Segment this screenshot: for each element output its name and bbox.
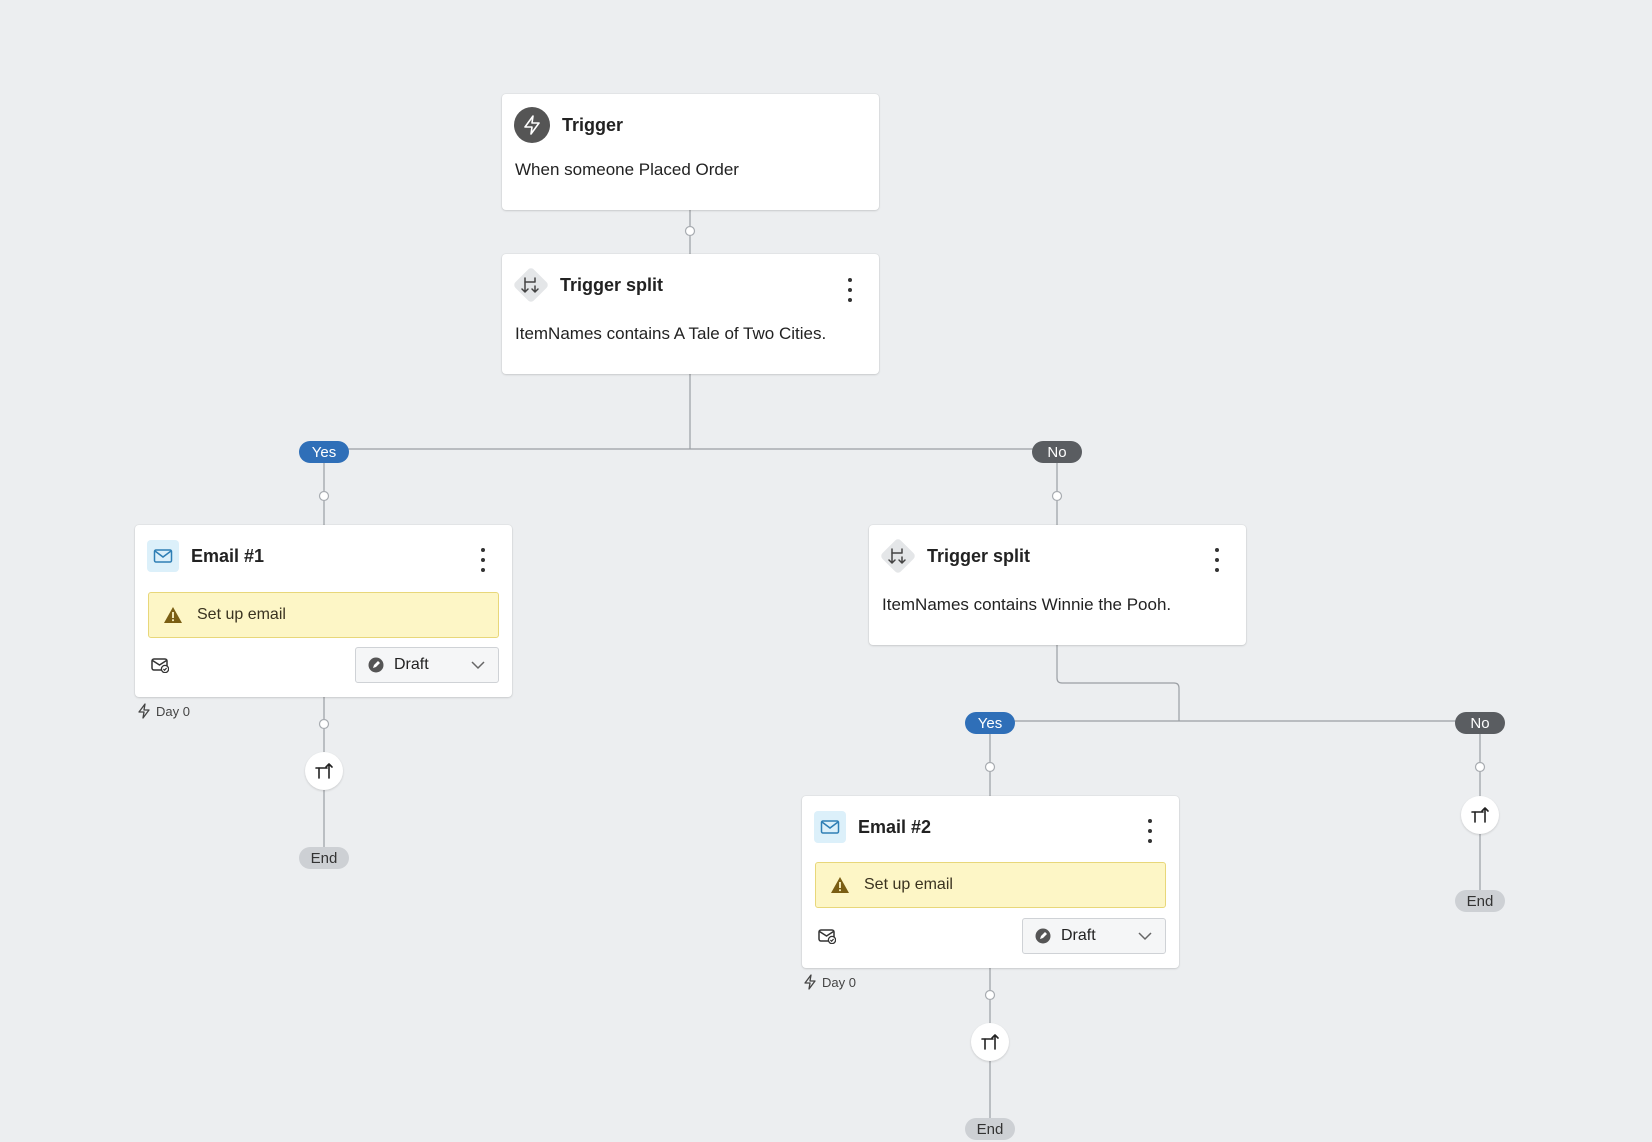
draft-status-icon: [368, 657, 384, 673]
no-branch-label[interactable]: No: [1455, 712, 1505, 734]
trigger-split-condition-1: ItemNames contains A Tale of Two Cities.: [515, 324, 827, 343]
warning-icon: [163, 606, 183, 624]
mail-check-icon: [151, 656, 169, 674]
split-icon: [514, 268, 548, 302]
yes-branch-label[interactable]: Yes: [299, 441, 349, 463]
email-header-1: Email #1: [147, 537, 500, 575]
setup-email-warning[interactable]: Set up email: [148, 592, 499, 638]
warning-icon: [830, 876, 850, 894]
status-value: Draft: [394, 656, 429, 673]
email-title-1: Email #1: [191, 545, 265, 566]
warning-text: Set up email: [864, 876, 953, 893]
mail-check-icon: [818, 927, 836, 945]
chevron-down-icon: [1137, 929, 1153, 943]
split-icon: [881, 539, 915, 573]
end-node: End: [1455, 890, 1505, 912]
trigger-card[interactable]: Trigger When someone Placed Order: [502, 94, 879, 210]
trigger-split-condition-2: ItemNames contains Winnie the Pooh.: [882, 595, 1172, 614]
trigger-title: Trigger: [562, 114, 624, 135]
yes-branch-label[interactable]: Yes: [965, 712, 1015, 734]
exit-path-button[interactable]: [305, 752, 343, 790]
envelope-icon: [147, 540, 179, 572]
exit-branch-icon: [1471, 807, 1489, 823]
trigger-split-card-2[interactable]: Trigger split ItemNames contains Winnie …: [869, 525, 1246, 645]
lightning-icon: [803, 974, 817, 990]
setup-email-warning[interactable]: Set up email: [815, 862, 1166, 908]
lightning-icon: [137, 703, 151, 719]
more-options-icon[interactable]: [1143, 819, 1157, 843]
trigger-description: When someone Placed Order: [515, 160, 739, 179]
exit-path-button[interactable]: [1461, 796, 1499, 834]
exit-branch-icon: [981, 1034, 999, 1050]
more-options-icon[interactable]: [843, 278, 857, 302]
trigger-split-header-1: Trigger split: [514, 266, 867, 304]
email-header-2: Email #2: [814, 808, 1167, 846]
email-card-1[interactable]: Email #1 Set up email Draft: [135, 525, 512, 697]
email-title-2: Email #2: [858, 816, 932, 837]
email-card-2[interactable]: Email #2 Set up email Draft: [802, 796, 1179, 968]
trigger-header: Trigger: [514, 106, 867, 144]
more-options-icon[interactable]: [476, 548, 490, 572]
trigger-split-title-2: Trigger split: [927, 545, 1031, 566]
lightning-icon: [514, 107, 550, 143]
exit-path-button[interactable]: [971, 1023, 1009, 1061]
envelope-icon: [814, 811, 846, 843]
status-value: Draft: [1061, 927, 1096, 944]
no-branch-label[interactable]: No: [1032, 441, 1082, 463]
draft-status-icon: [1035, 928, 1051, 944]
delay-indicator: Day 0: [803, 974, 856, 990]
chevron-down-icon: [470, 658, 486, 672]
delay-text: Day 0: [822, 974, 856, 990]
warning-text: Set up email: [197, 606, 286, 623]
trigger-split-title-1: Trigger split: [560, 274, 664, 295]
trigger-split-header-2: Trigger split: [881, 537, 1234, 575]
status-dropdown[interactable]: Draft: [355, 647, 499, 683]
status-dropdown[interactable]: Draft: [1022, 918, 1166, 954]
delay-text: Day 0: [156, 703, 190, 719]
exit-branch-icon: [315, 763, 333, 779]
trigger-split-card-1[interactable]: Trigger split ItemNames contains A Tale …: [502, 254, 879, 374]
end-node: End: [299, 847, 349, 869]
more-options-icon[interactable]: [1210, 548, 1224, 572]
end-node: End: [965, 1118, 1015, 1140]
delay-indicator: Day 0: [137, 703, 190, 719]
